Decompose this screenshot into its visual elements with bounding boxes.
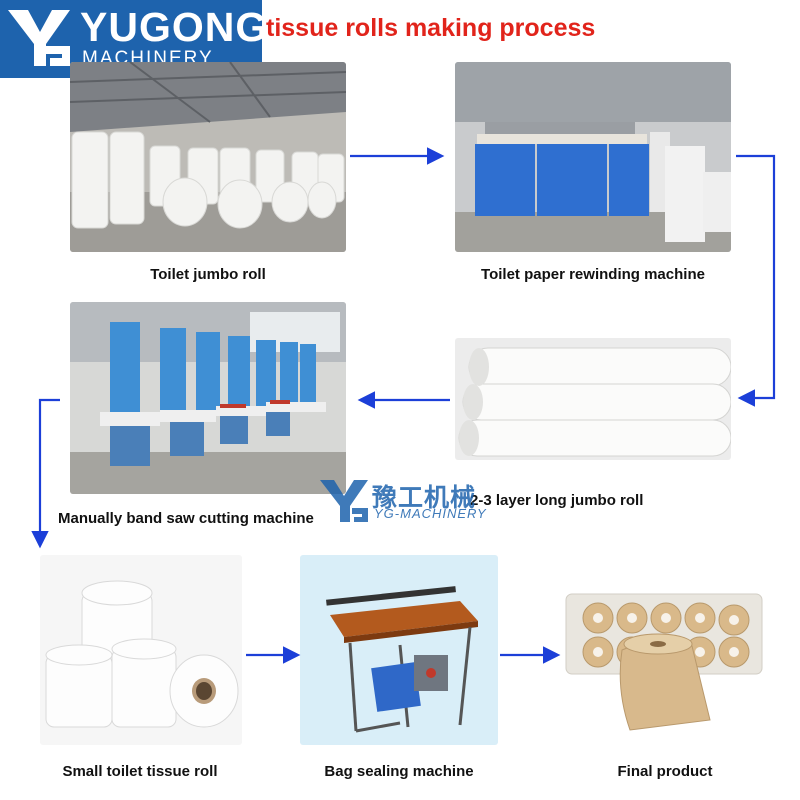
photo-band-saw-machine xyxy=(70,302,346,494)
photo-final-product xyxy=(560,580,770,742)
step-label: Small toilet tissue roll xyxy=(62,763,218,780)
photo-small-tissue-roll xyxy=(40,555,242,745)
photo-bag-sealing-machine xyxy=(300,555,498,745)
arrow-4-to-5 xyxy=(31,398,60,549)
photo-toilet-jumbo-roll xyxy=(70,62,346,252)
step-label: Manually band saw cutting machine xyxy=(58,510,314,527)
page-title: tissue rolls making process xyxy=(266,14,596,42)
photo-rewinding-machine xyxy=(455,62,731,252)
yg-watermark-logo-icon xyxy=(320,480,368,522)
watermark-en: YG-MACHINERY xyxy=(374,506,487,521)
step-label: Final product xyxy=(617,763,713,780)
photo-long-jumbo-roll xyxy=(455,338,731,460)
brand-name: YUGONG xyxy=(80,4,269,50)
step-label: Toilet paper rewinding machine xyxy=(481,266,705,283)
step-label: Bag sealing machine xyxy=(324,763,474,780)
yg-logo-mark-icon xyxy=(8,10,70,66)
step-label: 2-3 layer long jumbo roll xyxy=(470,492,644,509)
watermark-cn: 豫工机械 xyxy=(372,484,477,512)
step-label: Toilet jumbo roll xyxy=(150,266,266,283)
